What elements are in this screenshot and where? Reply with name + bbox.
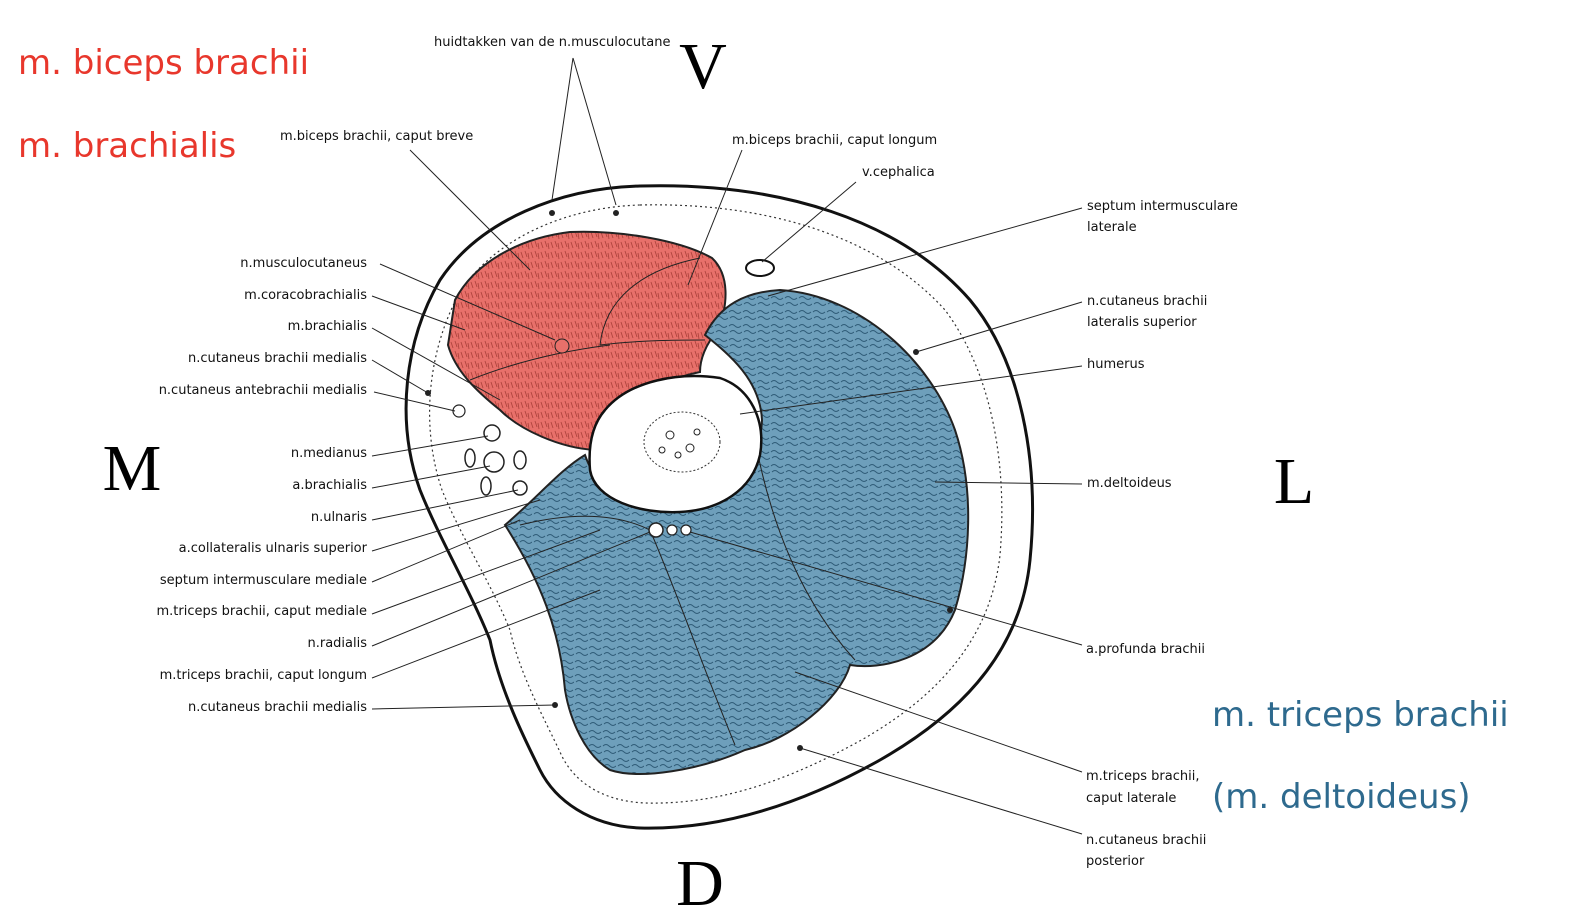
label-septum-intermusculare-mediale: septum intermusculare mediale [160,573,367,588]
biceps-divider [599,257,706,346]
brachialis-divider [469,344,611,381]
label-n-cutaneus-brachii-medialis-1: n.cutaneus brachii medialis [188,351,367,366]
label-humerus: humerus [1087,357,1145,372]
label-biceps-caput-longum: m.biceps brachii, caput longum [732,133,937,148]
n-radialis-marker [648,522,664,538]
label-n-musculocutaneus: n.musculocutaneus [240,256,367,271]
label-n-medianus: n.medianus [291,446,367,461]
orientation-dorsal: D [676,847,724,920]
label-v-cephalica: v.cephalica [862,165,935,180]
orientation-lateral: L [1274,445,1314,518]
group-anterior-1: m. biceps brachii [18,43,309,83]
label-n-ulnaris: n.ulnaris [311,510,367,525]
label-septum-intermusculare-laterale-2: laterale [1087,220,1137,235]
bone-marrow [643,411,721,473]
label-triceps-caput-laterale-2: caput laterale [1086,791,1176,806]
orientation-ventral: V [679,30,727,103]
group-posterior-2: (m. deltoideus) [1212,777,1471,817]
triceps-divider-3 [519,515,651,531]
label-triceps-caput-longum: m.triceps brachii, caput longum [160,668,367,683]
label-n-cutaneus-brachii-posterior-1: n.cutaneus brachii [1086,833,1206,848]
orientation-medial: M [103,432,162,505]
n-ulnaris-marker [512,480,528,496]
label-a-collateralis-ulnaris-superior: a.collateralis ulnaris superior [179,541,368,556]
triceps-divider-1 [649,529,736,746]
label-n-cutaneus-brachii-medialis-2: n.cutaneus brachii medialis [188,700,367,715]
label-a-brachialis: a.brachialis [292,478,367,493]
label-m-brachialis: m.brachialis [288,319,368,334]
label-septum-intermusculare-laterale-1: septum intermusculare [1087,199,1238,214]
fascia-outline [429,204,1003,804]
label-n-cutaneus-antebrachii-medialis: n.cutaneus antebrachii medialis [159,383,368,398]
label-triceps-caput-mediale: m.triceps brachii, caput mediale [156,604,367,619]
label-biceps-caput-breve: m.biceps brachii, caput breve [280,129,473,144]
label-n-cutaneus-brachii-lat-sup-2: lateralis superior [1087,315,1197,330]
label-huidtakken: huidtakken van de n.musculocutane [434,35,670,50]
v-cephalica-marker [745,259,775,277]
label-n-cutaneus-brachii-lat-sup-1: n.cutaneus brachii [1087,294,1207,309]
label-m-coracobrachialis: m.coracobrachialis [244,288,367,303]
label-n-radialis: n.radialis [307,636,367,651]
label-m-deltoideus: m.deltoideus [1087,476,1172,491]
anterior-compartment [446,230,727,452]
n-medianus-marker [483,424,501,442]
label-a-profunda-brachii: a.profunda brachii [1086,642,1205,657]
label-triceps-caput-laterale-1: m.triceps brachii, [1086,769,1199,784]
group-posterior-1: m. triceps brachii [1212,695,1509,735]
group-anterior-2: m. brachialis [18,126,236,166]
v-brachialis-marker [464,448,476,468]
n-musculocutaneus-marker [554,338,570,354]
leader-lines [371,57,1083,835]
label-n-cutaneus-brachii-posterior-2: posterior [1086,854,1145,869]
a-brachialis-marker [483,451,505,473]
triceps-divider-2 [754,439,856,661]
